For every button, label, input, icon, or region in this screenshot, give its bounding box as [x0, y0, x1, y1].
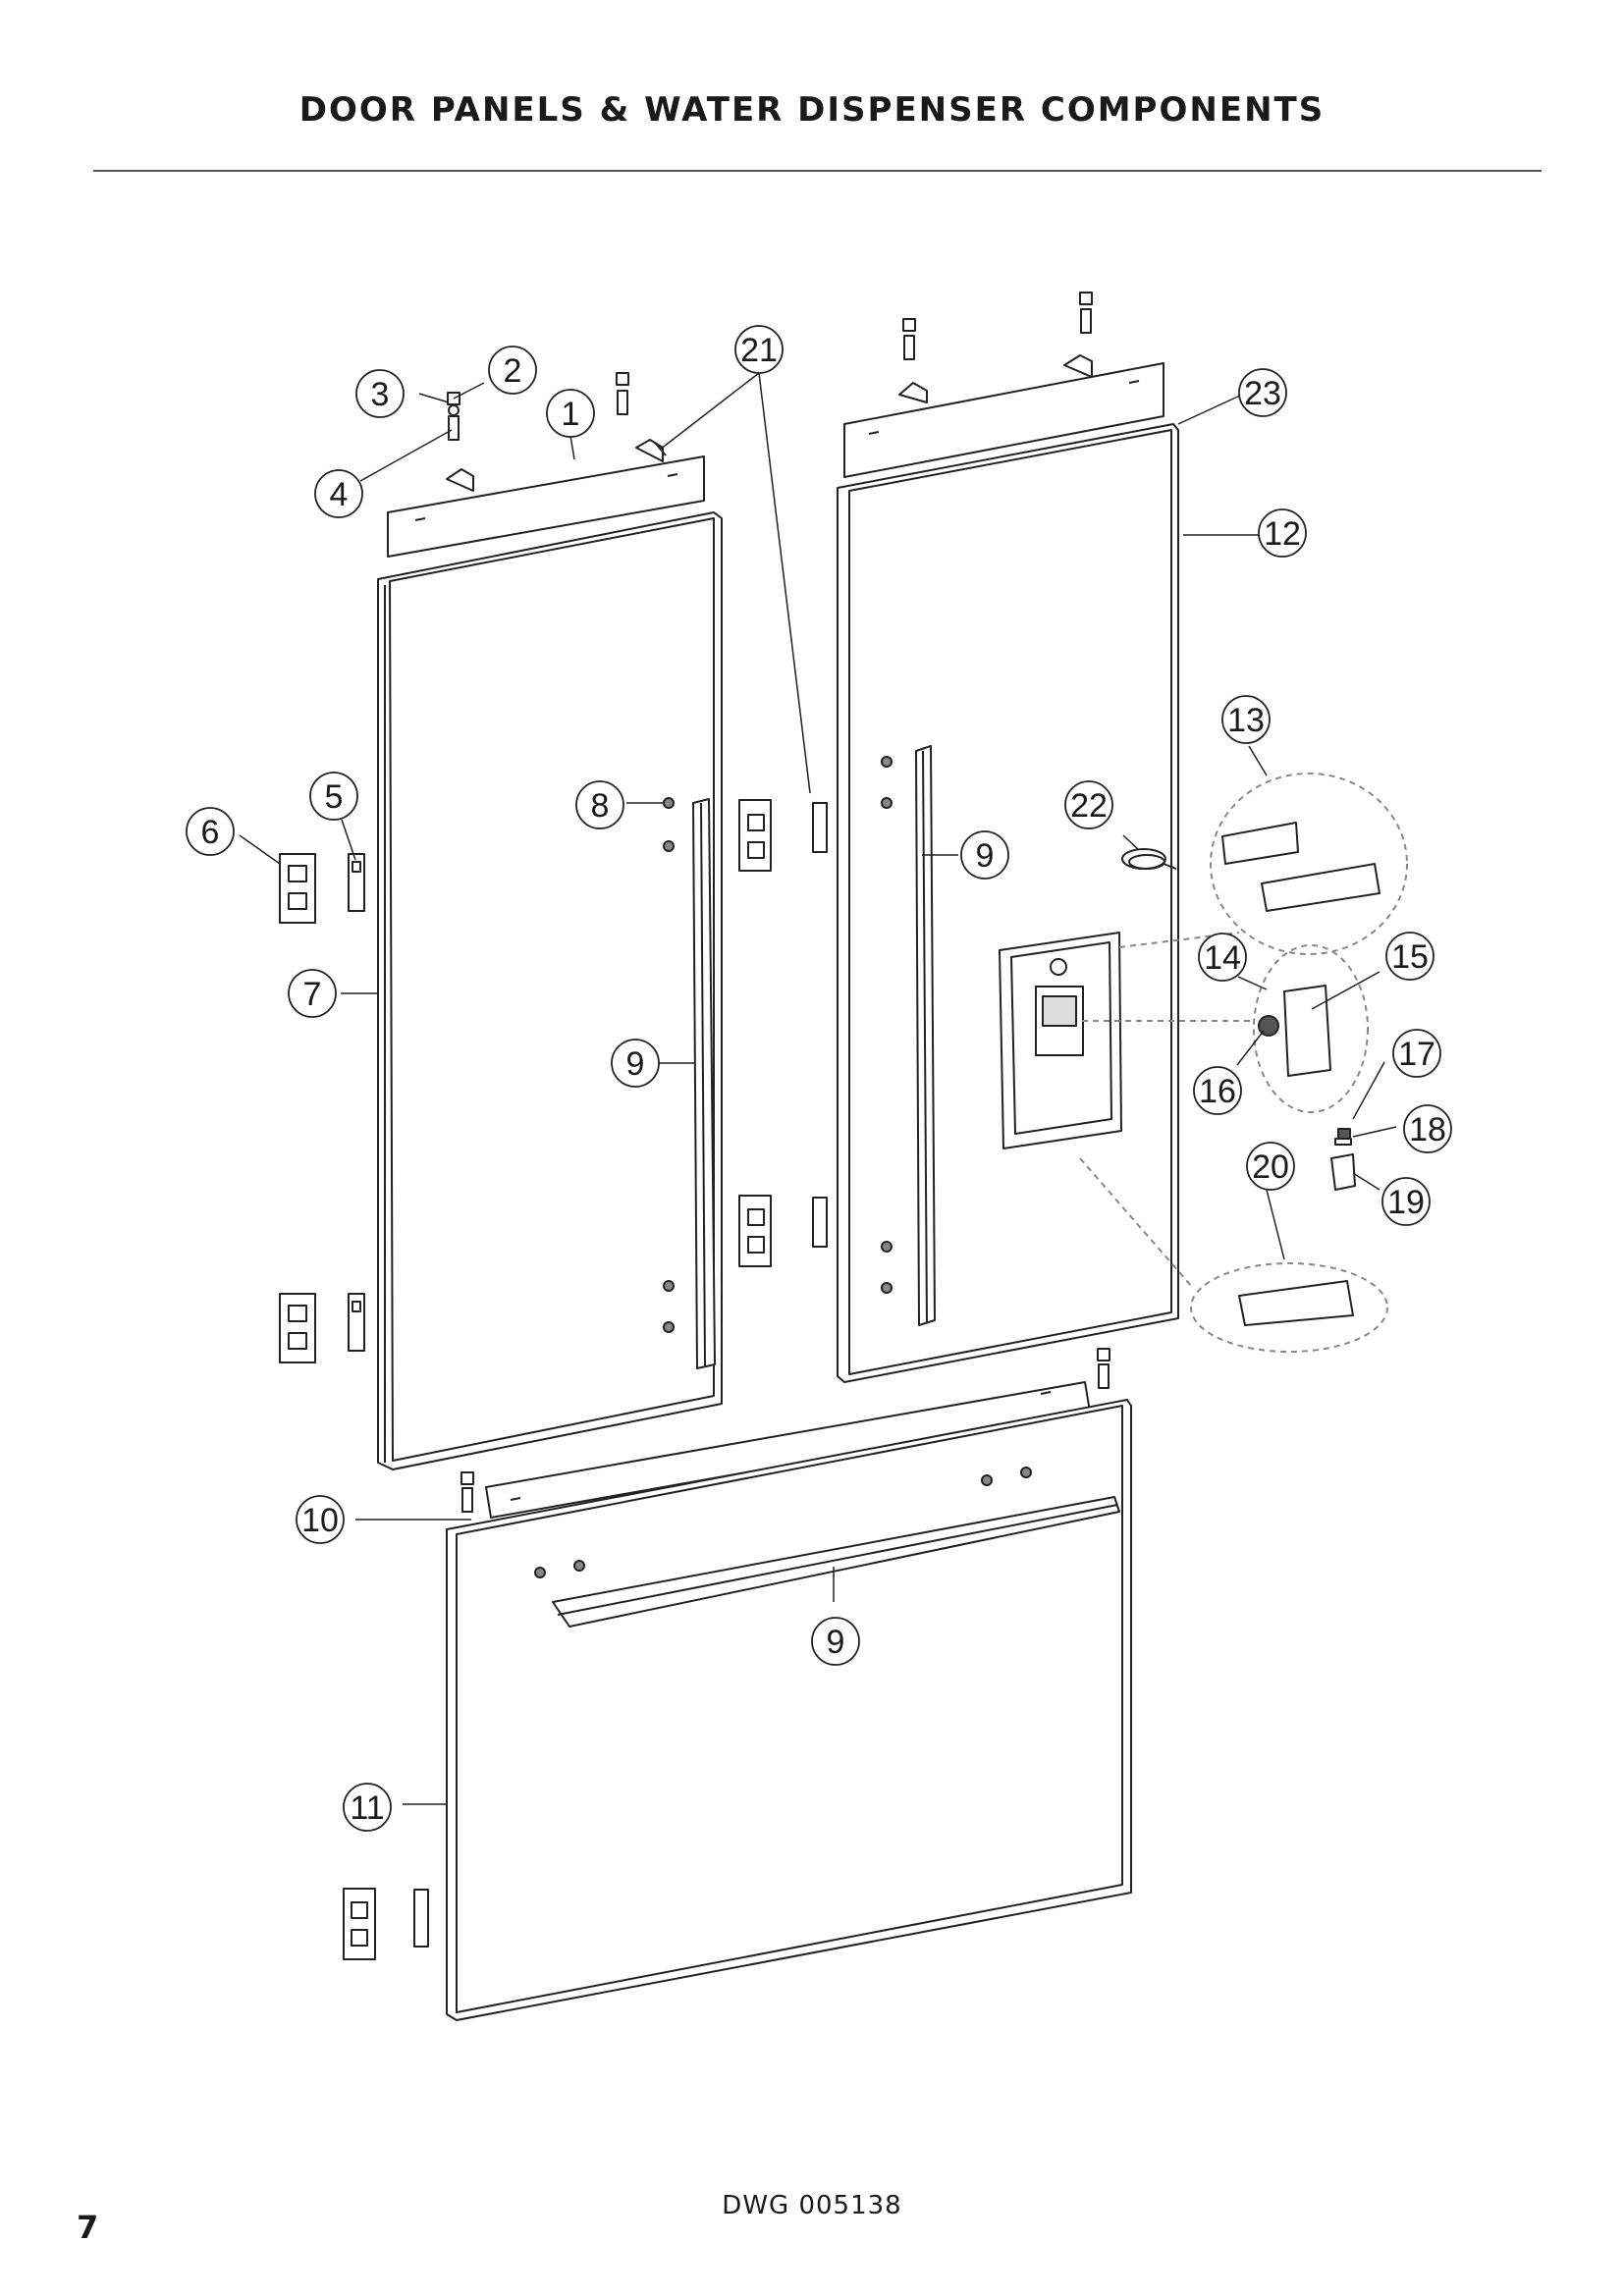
callout-16: 16	[1199, 1073, 1236, 1110]
callout-21: 21	[740, 332, 778, 369]
right-bracket-screws	[902, 292, 1093, 360]
center-seal-blocks	[738, 799, 828, 1267]
callout-14: 14	[1204, 939, 1241, 977]
page-title: DOOR PANELS & WATER DISPENSER COMPONENTS	[298, 90, 1326, 130]
page-number: 7	[77, 2209, 99, 2246]
callout-4: 4	[330, 476, 349, 513]
callout-1: 1	[562, 396, 580, 433]
drawer-front-panel	[446, 1399, 1132, 2021]
callout-7: 7	[303, 976, 322, 1013]
right-handle-screws	[881, 756, 893, 1294]
callout-2: 2	[504, 352, 522, 390]
right-upper-door-panel	[837, 423, 1179, 1383]
drawing-number: DWG 005138	[722, 2191, 902, 2220]
title-divider	[93, 170, 1542, 172]
detail-circle-control-panel	[1118, 773, 1408, 955]
drawer-handle	[534, 1467, 1120, 1628]
left-upper-door-panel	[377, 511, 723, 1470]
callout-20: 20	[1252, 1148, 1289, 1186]
callout-circles	[186, 325, 1452, 1832]
callout-9-right-door: 9	[976, 837, 995, 875]
leader-lines	[239, 372, 1397, 1805]
detail-circle-paddle	[1082, 944, 1369, 1113]
right-upper-door-handle	[915, 745, 936, 1326]
callout-19: 19	[1387, 1184, 1425, 1221]
callout-3: 3	[371, 376, 390, 413]
dispenser-housing	[999, 932, 1122, 1149]
callout-15: 15	[1391, 938, 1429, 976]
callout-5: 5	[325, 778, 344, 816]
left-handle-screws	[663, 797, 675, 1333]
callout-23: 23	[1244, 375, 1281, 412]
callout-12: 12	[1264, 515, 1301, 553]
drawer-seal-blocks	[343, 1888, 429, 1960]
dispenser-small-parts	[1330, 1128, 1356, 1191]
left-upper-door-handle	[692, 798, 716, 1369]
callout-13: 13	[1227, 702, 1265, 739]
callout-8: 8	[591, 787, 610, 825]
left-bracket-screws	[447, 372, 667, 456]
callout-22: 22	[1070, 787, 1108, 825]
callout-9-left-door: 9	[626, 1045, 645, 1083]
callout-17: 17	[1398, 1036, 1435, 1073]
wire-harness	[1121, 848, 1177, 870]
right-top-hinge-bracket	[843, 354, 1164, 478]
callout-18: 18	[1409, 1111, 1446, 1148]
callout-11: 11	[350, 1789, 384, 1827]
callout-6: 6	[201, 814, 220, 851]
callout-9-drawer: 9	[827, 1624, 845, 1661]
left-door-seal-blocks	[279, 853, 365, 1363]
callout-10: 10	[301, 1502, 339, 1539]
detail-circle-drip-tray	[1079, 1157, 1388, 1353]
